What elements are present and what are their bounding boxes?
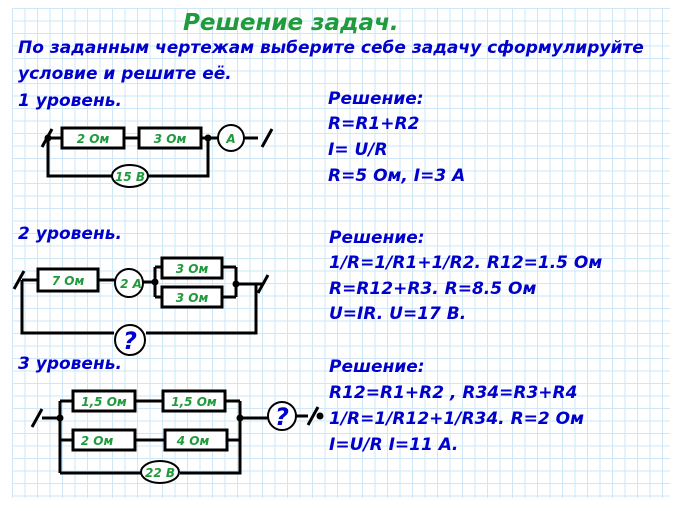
circuit-1-ammeter-label: А — [225, 132, 235, 146]
circuit-1-resistor-r2 — [137, 126, 203, 150]
solution-3-heading: Решение: — [329, 357, 425, 377]
circuit-3-r2-label: 1,5 Ом — [171, 395, 217, 409]
circuit-1-source-label: 15 В — [115, 170, 145, 184]
graph-paper-background — [12, 8, 670, 498]
circuit-2-question-mark: ? — [123, 327, 137, 355]
solution-2-line2: R=R12+R3. R=8.5 Ом — [329, 279, 537, 299]
circuit-1-r2-label: 3 Ом — [154, 132, 187, 146]
solution-2-heading: Решение: — [329, 228, 425, 248]
solution-2-line3: U=IR. U=17 В. — [329, 304, 467, 324]
circuit-2-resistor-r2 — [160, 256, 224, 280]
solution-1-line2: I= U/R — [328, 140, 388, 160]
circuit-1-source — [111, 164, 149, 188]
circuit-3-ammeter — [267, 401, 297, 431]
circuit-3-r4-label: 4 Ом — [176, 434, 210, 448]
circuit-2-r1-label: 7 Ом — [52, 274, 85, 288]
solution-1-line3: R=5 Ом, I=3 А — [328, 166, 466, 186]
circuit-3-r1-label: 1,5 Ом — [81, 395, 127, 409]
circuit-2-r3-label: 3 Ом — [176, 291, 209, 305]
circuit-2-r2-label: 3 Ом — [176, 262, 209, 276]
circuit-1-resistor-r1 — [60, 126, 126, 150]
solution-3-line1: R12=R1+R2 , R34=R3+R4 — [329, 383, 578, 403]
circuit-3-r3-label: 2 Ом — [81, 434, 114, 448]
solution-1-line1: R=R1+R2 — [328, 114, 420, 134]
circuit-2-ammeter-label: 2 А — [120, 277, 142, 291]
circuit-1-r1-label: 2 Ом — [77, 132, 110, 146]
circuit-3-resistor-r1 — [71, 389, 137, 413]
circuit-1 — [40, 124, 274, 188]
circuit-3-source-label: 22 В — [145, 466, 175, 480]
circuit-3-resistor-r4 — [163, 428, 229, 452]
task-instruction-line1: По заданным чертежам выберите себе задач… — [18, 38, 644, 58]
circuit-2-source — [114, 324, 146, 356]
level-2-label: 2 уровень. — [18, 224, 122, 244]
level-3-label: 3 уровень. — [18, 354, 122, 374]
circuit-2-resistor-r3 — [160, 285, 224, 309]
solution-1-heading: Решение: — [328, 89, 424, 109]
circuit-2-ammeter — [114, 268, 144, 298]
task-instruction-line2: условие и решите её. — [18, 64, 232, 84]
circuit-3-resistor-r2 — [161, 389, 227, 413]
circuit-3-question-mark: ? — [275, 403, 289, 431]
circuit-2-resistor-r1 — [36, 267, 100, 293]
circuit-1-ammeter — [217, 124, 245, 152]
circuit-3-resistor-r3 — [71, 428, 137, 452]
solution-3-line2: 1/R=1/R12+1/R34. R=2 Ом — [329, 409, 584, 429]
circuit-3 — [30, 389, 324, 484]
solution-2-line1: 1/R=1/R1+1/R2. R12=1.5 Ом — [329, 253, 603, 273]
solution-3-line3: I=U/R I=11 А. — [329, 435, 459, 455]
level-1-label: 1 уровень. — [18, 91, 122, 111]
slide-title: Решение задач. — [183, 10, 399, 36]
circuit-2 — [12, 256, 270, 356]
circuit-3-source — [140, 460, 180, 484]
